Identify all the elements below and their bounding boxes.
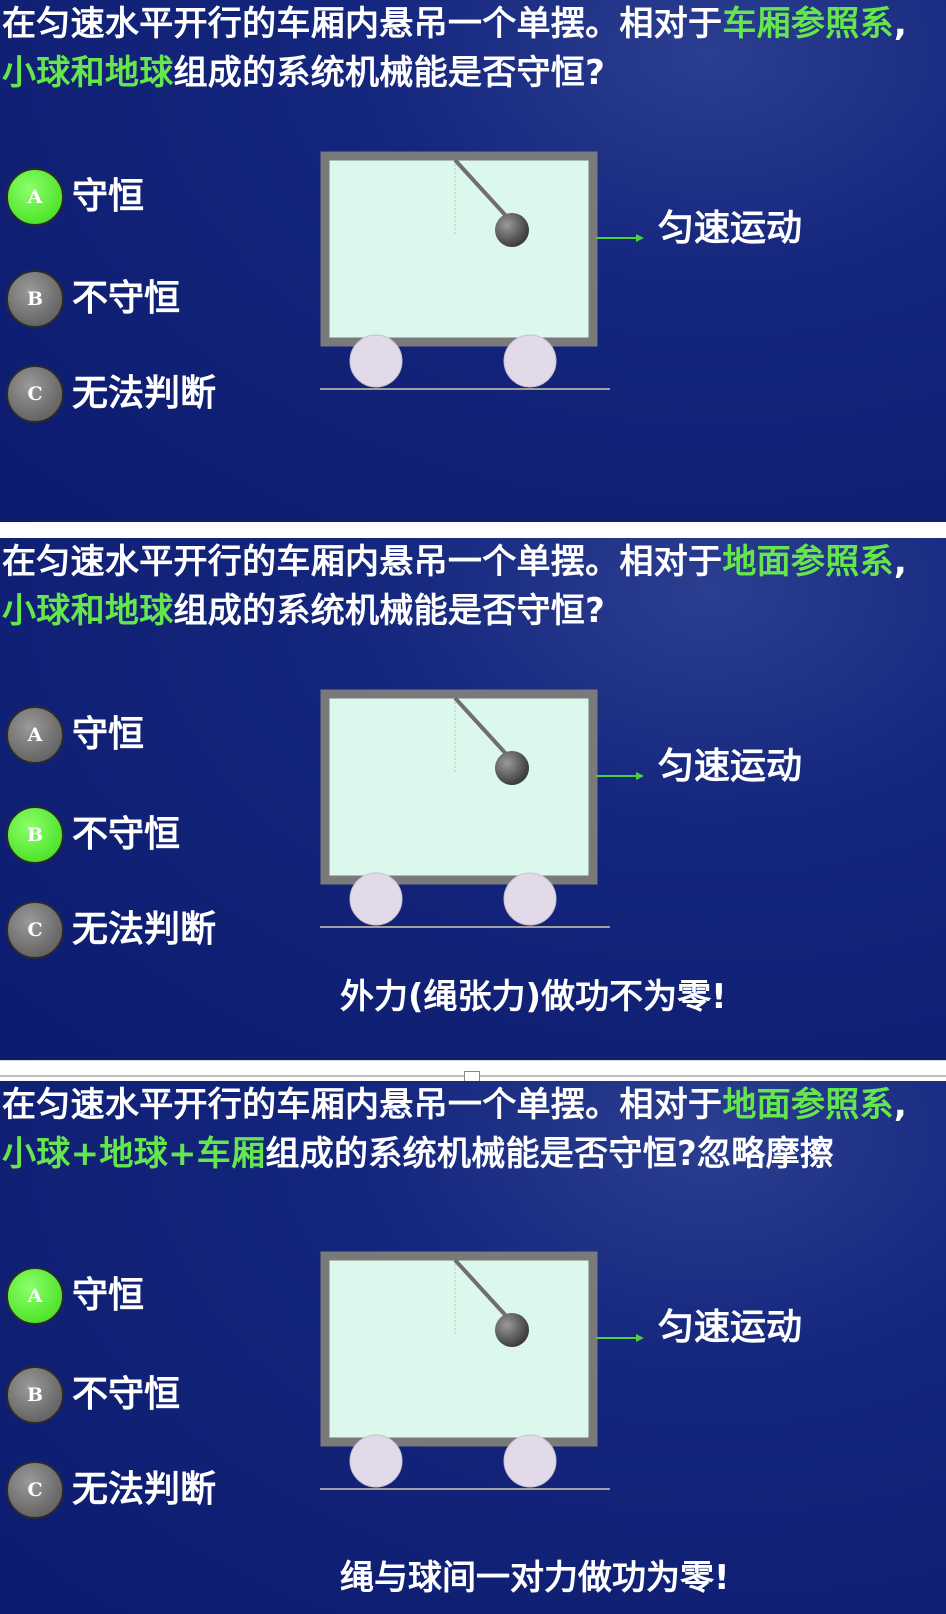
cart-body: [320, 151, 598, 347]
option-c-label: 无法判断: [72, 909, 217, 950]
option-a-label: 守恒: [72, 714, 145, 755]
question-comma: ,: [893, 4, 908, 44]
slide-1: 在匀速水平开行的车厢内悬吊一个单摆。相对于车厢参照系, 小球和地球组成的系统机械…: [0, 0, 946, 522]
option-b-badge[interactable]: B: [6, 270, 64, 328]
pendulum-ball: [495, 1313, 529, 1347]
question-text: 在匀速水平开行的车厢内悬吊一个单摆。相对于车厢参照系, 小球和地球组成的系统机械…: [2, 0, 942, 98]
question-prefix: 在匀速水平开行的车厢内悬吊一个单摆。相对于: [2, 1085, 723, 1125]
pendulum-cart-diagram: [320, 1251, 644, 1490]
pendulum-cart-diagram: [320, 689, 644, 928]
wheel-left: [349, 1434, 403, 1488]
cart-body: [320, 689, 598, 885]
question-suffix: 组成的系统机械能是否守恒?: [173, 591, 606, 631]
option-c-badge[interactable]: C: [6, 901, 64, 959]
option-c-badge[interactable]: C: [6, 1461, 64, 1519]
pendulum-ball: [495, 213, 529, 247]
wheel-right: [503, 334, 557, 388]
option-b-label: 不守恒: [72, 278, 181, 319]
system-components: 小球+地球+车厢: [2, 1134, 266, 1174]
wheel-left: [349, 334, 403, 388]
reference-frame: 地面参照系: [722, 1085, 894, 1125]
system-components: 小球和地球: [2, 591, 174, 631]
option-c-label: 无法判断: [72, 373, 217, 414]
option-a-badge[interactable]: A: [6, 168, 64, 226]
question-comma: ,: [893, 542, 908, 582]
wheel-right: [503, 1434, 557, 1488]
question-suffix: 组成的系统机械能是否守恒?: [173, 53, 606, 93]
option-a-label: 守恒: [72, 1275, 145, 1316]
slide-2: 在匀速水平开行的车厢内悬吊一个单摆。相对于地面参照系, 小球和地球组成的系统机械…: [0, 538, 946, 1060]
reference-frame: 地面参照系: [722, 542, 894, 582]
wheel-right: [503, 872, 557, 926]
explanation-note: 绳与球间一对力做功为零!: [340, 1558, 730, 1598]
option-a-badge[interactable]: A: [6, 1267, 64, 1325]
option-c-badge[interactable]: C: [6, 365, 64, 423]
option-b-badge[interactable]: B: [6, 1366, 64, 1424]
question-comma: ,: [893, 1085, 908, 1125]
pendulum-cart-diagram: [320, 151, 644, 390]
motion-label: 匀速运动: [658, 746, 803, 787]
slide-3: 在匀速水平开行的车厢内悬吊一个单摆。相对于地面参照系, 小球+地球+车厢组成的系…: [0, 1081, 946, 1614]
explanation-note: 外力(绳张力)做功不为零!: [340, 977, 727, 1017]
pendulum-ball: [495, 751, 529, 785]
option-a-badge[interactable]: A: [6, 706, 64, 764]
slide-separator-toolbar: [0, 1060, 946, 1083]
option-b-label: 不守恒: [72, 814, 181, 855]
arrow-head-icon: [636, 234, 644, 242]
wheel-left: [349, 872, 403, 926]
option-a-label: 守恒: [72, 176, 145, 217]
arrow-head-icon: [636, 1334, 644, 1342]
question-text: 在匀速水平开行的车厢内悬吊一个单摆。相对于地面参照系, 小球+地球+车厢组成的系…: [2, 1081, 942, 1179]
system-components: 小球和地球: [2, 53, 174, 93]
motion-label: 匀速运动: [658, 208, 803, 249]
motion-label: 匀速运动: [658, 1307, 803, 1348]
question-prefix: 在匀速水平开行的车厢内悬吊一个单摆。相对于: [2, 542, 723, 582]
pendulum-string: [453, 1258, 510, 1320]
reference-frame: 车厢参照系: [722, 4, 894, 44]
pendulum-string: [453, 696, 510, 758]
question-prefix: 在匀速水平开行的车厢内悬吊一个单摆。相对于: [2, 4, 723, 44]
option-b-label: 不守恒: [72, 1374, 181, 1415]
cart-body: [320, 1251, 598, 1447]
question-suffix: 组成的系统机械能是否守恒?忽略摩擦: [265, 1134, 835, 1174]
pendulum-string: [453, 158, 510, 220]
option-c-label: 无法判断: [72, 1469, 217, 1510]
question-text: 在匀速水平开行的车厢内悬吊一个单摆。相对于地面参照系, 小球和地球组成的系统机械…: [2, 538, 942, 636]
option-b-badge[interactable]: B: [6, 806, 64, 864]
arrow-head-icon: [636, 772, 644, 780]
